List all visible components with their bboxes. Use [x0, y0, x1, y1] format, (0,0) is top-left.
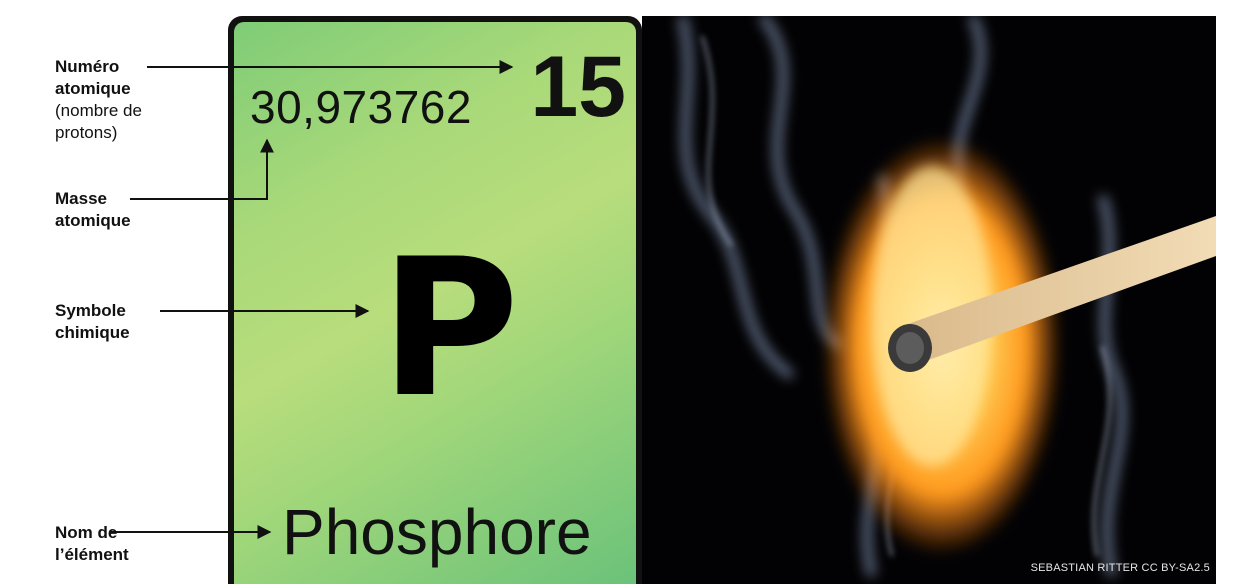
burning-match-illustration — [677, 16, 1216, 578]
element-tile: 30,973762 15 P Phosphore — [228, 16, 642, 584]
label-chemical-symbol-title: Symbole chimique — [55, 301, 130, 342]
label-element-name: Nom de l’élément — [55, 522, 185, 566]
label-atomic-number-note: (nombre de protons) — [55, 101, 142, 142]
element-tile-face: 30,973762 15 P Phosphore — [234, 22, 636, 584]
label-element-name-title: Nom de l’élément — [55, 523, 129, 564]
atomic-mass-value: 30,973762 — [250, 81, 472, 133]
label-atomic-mass-title: Masse atomique — [55, 189, 131, 230]
chemical-symbol-value: P — [380, 218, 520, 439]
atomic-number-value: 15 — [530, 39, 626, 135]
burning-match-photo: SEBASTIAN RITTER CC BY-SA2.5 — [642, 16, 1216, 584]
element-name-value: Phosphore — [282, 496, 592, 568]
label-atomic-mass: Masse atomique — [55, 188, 145, 232]
photo-credit: SEBASTIAN RITTER CC BY-SA2.5 — [1030, 562, 1210, 574]
label-atomic-number-title: Numéro atomique — [55, 57, 131, 98]
match-stick-icon — [902, 216, 1216, 366]
label-atomic-number: Numéro atomique (nombre de protons) — [55, 56, 185, 144]
label-chemical-symbol: Symbole chimique — [55, 300, 155, 344]
